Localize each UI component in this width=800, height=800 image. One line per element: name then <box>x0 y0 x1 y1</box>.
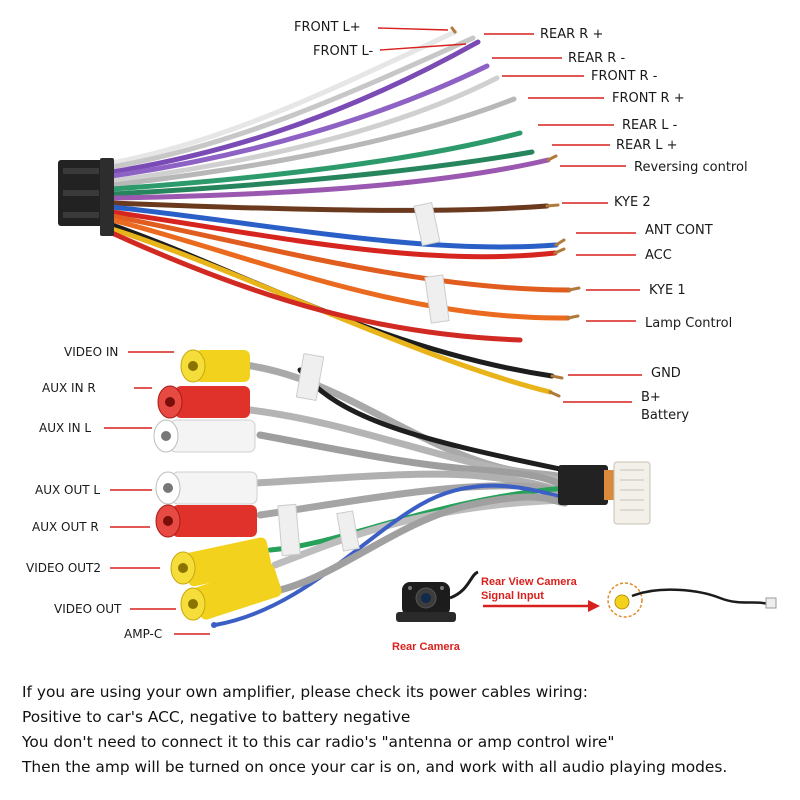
label-aux-out-l: AUX OUT L <box>35 483 100 497</box>
amp-c-wire-end <box>211 622 217 628</box>
rca-plug-aux-in-r <box>157 385 250 419</box>
label-rear-r-plus: REAR R + <box>540 27 603 42</box>
note-line: Positive to car's ACC, negative to batte… <box>22 708 411 726</box>
label-rear-r-minus: REAR R - <box>568 51 625 66</box>
rca-cable-gray-7 <box>276 493 569 594</box>
harness-wires <box>109 26 581 398</box>
label-gnd: GND <box>651 366 681 381</box>
rca-label-group: VIDEO IN AUX IN R AUX IN L AUX OUT L AUX… <box>26 345 162 641</box>
label-ant-cont: ANT CONT <box>645 223 713 238</box>
wire-reversing <box>109 157 551 201</box>
harness-connector <box>58 158 114 236</box>
label-video-out: VIDEO OUT <box>54 602 122 616</box>
wire-rear-r-minus <box>109 63 490 179</box>
label-front-r-plus: FRONT R + <box>612 91 685 106</box>
amplifier-notes: If you are using your own amplifier, ple… <box>22 680 792 780</box>
wire-rear-l-plus <box>109 149 535 197</box>
wiring-harness-diagram: FRONT L+ FRONT L- REAR R + REAR R - FRON… <box>26 20 777 653</box>
wire-rear-r-plus <box>109 39 481 175</box>
label-video-out2: VIDEO OUT2 <box>26 561 101 575</box>
rca-tag <box>336 510 360 552</box>
label-front-r-minus: FRONT R - <box>591 69 658 84</box>
wire-tag <box>413 201 441 247</box>
label-rear-l-plus: REAR L + <box>616 138 678 153</box>
wire-label-group: FRONT L+ FRONT L- REAR R + REAR R - FRON… <box>294 20 748 423</box>
label-aux-in-r: AUX IN R <box>42 381 96 395</box>
rca-harness <box>213 353 569 627</box>
camera-title-line1: Rear View Camera <box>481 576 578 588</box>
camera-caption: Rear Camera <box>392 641 461 653</box>
rca-plugs <box>153 349 282 628</box>
label-reversing-control: Reversing control <box>634 160 748 175</box>
camera-plug-highlight <box>607 582 643 618</box>
camera-cable <box>631 588 769 606</box>
label-lamp-control: Lamp Control <box>645 316 732 331</box>
rca-cable-gray-3 <box>256 431 569 490</box>
wire-acc <box>109 209 558 260</box>
camera-title-line2: Signal Input <box>481 590 544 602</box>
label-rear-l-minus: REAR L - <box>622 118 678 133</box>
wire-kye-2 <box>109 200 550 213</box>
wire-front-l-plus <box>109 29 458 166</box>
wire-front-r-plus <box>109 96 517 188</box>
label-video-in: VIDEO IN <box>64 345 118 359</box>
rear-camera-inset: Rear View Camera Signal Input Rear Camer… <box>392 570 777 653</box>
rca-plug-video-in <box>180 349 250 383</box>
wire-rear-l-minus <box>109 130 523 192</box>
label-front-l-plus: FRONT L+ <box>294 20 361 35</box>
wire-ant-cont <box>109 204 559 250</box>
rca-plug-aux-out-l <box>155 471 258 505</box>
label-acc: ACC <box>645 248 672 263</box>
label-kye-1: KYE 1 <box>649 283 686 298</box>
label-battery: Battery <box>641 408 689 423</box>
rca-cable-gray-6 <box>271 496 569 569</box>
camera-icon <box>396 570 479 622</box>
label-b-plus: B+ <box>641 390 661 405</box>
camera-plug-icon <box>614 594 630 610</box>
rca-tag <box>295 353 325 401</box>
wire-lamp <box>109 217 571 321</box>
wire-tag <box>424 274 450 324</box>
label-aux-out-r: AUX OUT R <box>32 520 99 534</box>
rca-cable-blue <box>213 483 567 627</box>
rca-plug-aux-in-l <box>153 419 256 453</box>
label-kye-2: KYE 2 <box>614 195 651 210</box>
label-front-l-minus: FRONT L- <box>313 44 374 59</box>
rca-plug-aux-out-r <box>155 504 257 538</box>
wire-front-l-minus <box>109 35 476 170</box>
note-line: You don't need to connect it to this car… <box>22 733 615 751</box>
label-amp-c: AMP-C <box>124 627 162 641</box>
note-line: Then the amp will be turned on once your… <box>22 758 728 776</box>
note-line: If you are using your own amplifier, ple… <box>22 683 588 701</box>
wire-ends <box>450 26 581 398</box>
camera-arrow-head <box>588 600 600 612</box>
rca-tag <box>277 503 301 557</box>
wire-kye-1 <box>109 213 572 293</box>
wire-red-2 <box>109 230 523 343</box>
rca-connector <box>558 461 651 525</box>
rca-plug-video-out <box>180 564 282 621</box>
label-aux-in-l: AUX IN L <box>39 421 91 435</box>
leader-lines <box>104 27 642 635</box>
wire-front-r-minus <box>109 75 500 184</box>
camera-cable-connector <box>765 597 777 609</box>
